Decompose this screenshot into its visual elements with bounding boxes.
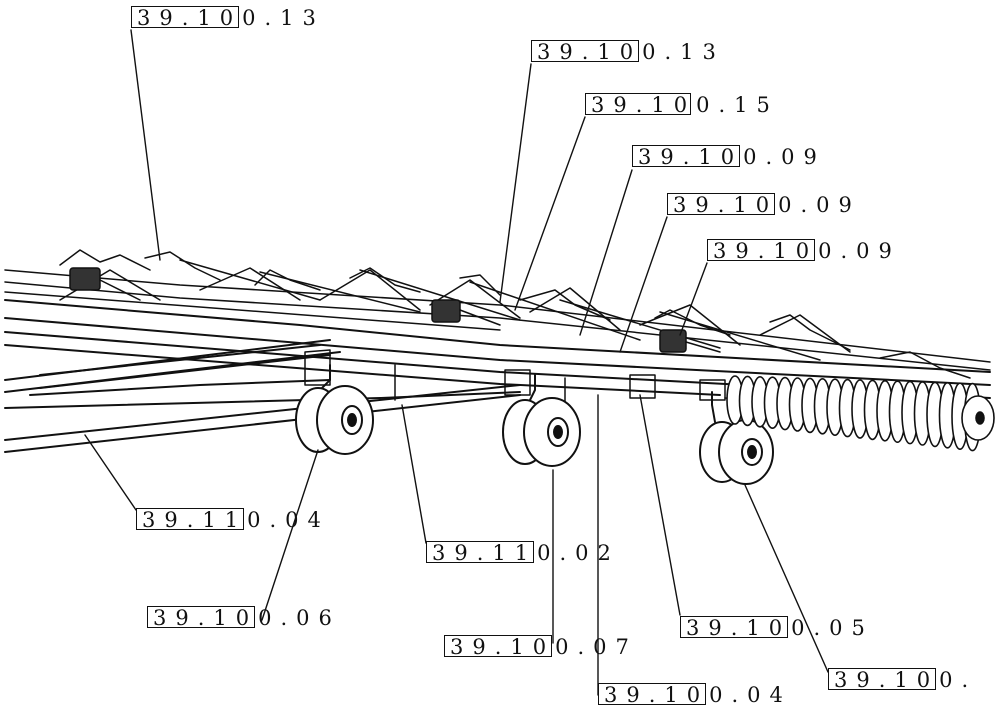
callout-label: 39.100.13 (131, 6, 325, 30)
wheel-set-1 (295, 364, 374, 455)
callout-label: 39.110.04 (136, 508, 330, 532)
callout-label: 39.110.02 (426, 541, 620, 565)
callout-label: 39.100.15 (585, 93, 779, 117)
leader-lines (84, 29, 829, 696)
callout-label: 39.100.07 (444, 635, 638, 659)
shank-cluster (59, 249, 971, 379)
callout-label: 39.100.09 (632, 145, 826, 169)
hydraulic-cylinder (69, 267, 721, 353)
rolling-basket-disc-gang (724, 375, 995, 452)
tillage-toolbar (4, 259, 991, 371)
callout-label: 39.100.04 (598, 683, 792, 707)
callout-label: 39.100.06 (147, 606, 341, 630)
frame-brackets (304, 349, 726, 403)
wheel-set-2 (502, 374, 581, 467)
callout-label: 39.100.13 (531, 40, 725, 64)
hitch-frame (4, 339, 521, 453)
callout-label: 39.100.09 (667, 193, 861, 217)
callout-label: 39.100.09 (707, 239, 901, 263)
callout-label: 39.100. (828, 668, 977, 692)
main-frame (4, 299, 991, 399)
disc-hub (975, 411, 985, 425)
callout-label: 39.100.05 (680, 616, 874, 640)
